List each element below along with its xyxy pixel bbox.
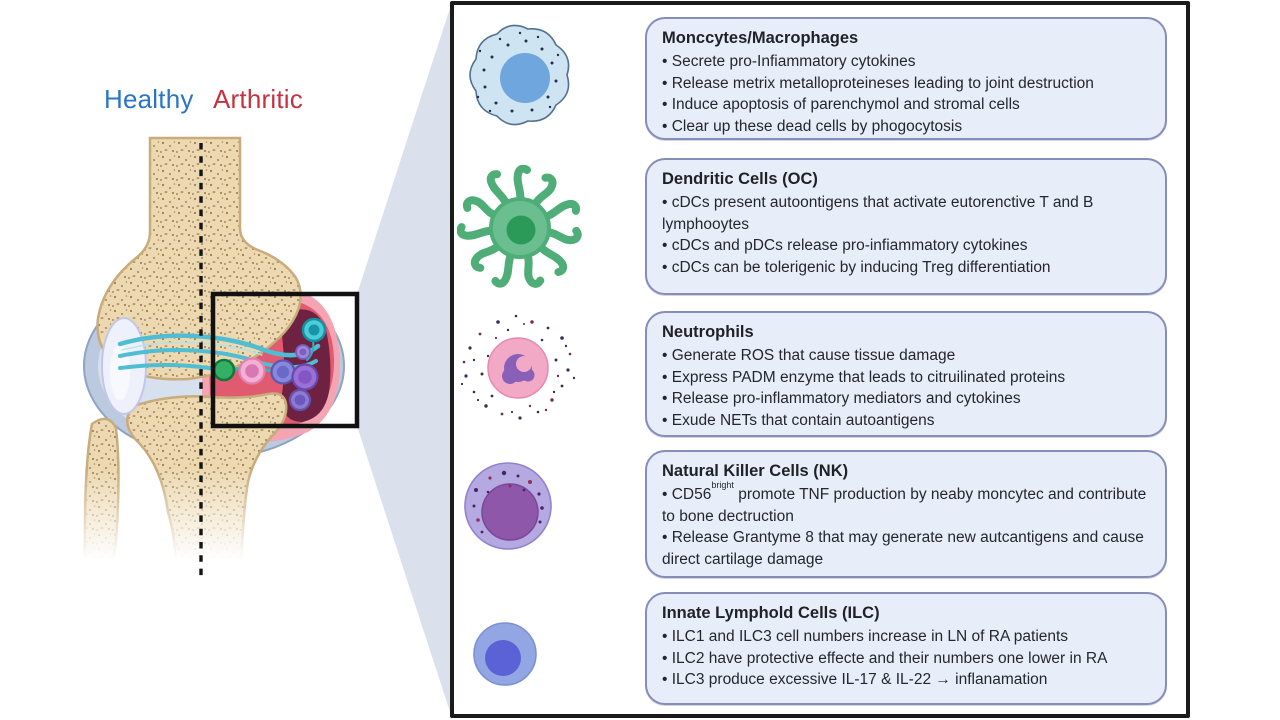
box-title: Monccytes/Macrophages: [662, 29, 859, 47]
bullet-list: Secrete pro-Infiammatory cytokines Relea…: [662, 51, 1153, 137]
bullet-list: ILC1 and ILC3 cell numbers increase in L…: [662, 626, 1153, 691]
bullet-item: cDCs present autoontigens that activate …: [662, 192, 1153, 235]
bullet-item: ILC2 have protective effecte and their n…: [662, 648, 1153, 670]
neutrophil-cell-icon: [460, 314, 576, 420]
bullet-item: Exude NETs that contain autoantigens: [662, 410, 1153, 432]
nk-cell-icon: [464, 462, 552, 550]
bullet-item: Release pro-inflammatory mediators and c…: [662, 388, 1153, 410]
dendritic-cell-icon: [457, 165, 582, 288]
cd56-text-rest: promote TNF production by neaby moncytec…: [662, 486, 1147, 525]
cd56-superscript: bright: [711, 479, 734, 490]
natural-killer-cells-box: Natural Killer Cells (NK) CD56bright pro…: [645, 450, 1167, 578]
bullet-item: Clear up these dead cells by phogocytosi…: [662, 116, 1153, 138]
bullet-item: Induce apoptosis of parenchymol and stro…: [662, 94, 1153, 116]
zoom-region-square: [210, 291, 360, 429]
monocytes-macrophages-box: Monccytes/Macrophages Secrete pro-Infiam…: [645, 17, 1167, 140]
bullet-item: cDCs can be tolerigenic by inducing Treg…: [662, 257, 1153, 279]
bullet-item: ILC3 produce excessive IL-17 & IL-22 → i…: [662, 669, 1153, 691]
ilc-cell-icon: [473, 622, 537, 686]
innate-lymphoid-cells-box: Innate Lymphold Cells (ILC) ILC1 and ILC…: [645, 592, 1167, 705]
arthritic-label: Arthritic: [213, 84, 303, 114]
neutrophils-box: Neutrophils Generate ROS that cause tiss…: [645, 311, 1167, 437]
bullet-item-cd56: CD56bright promote TNF production by nea…: [662, 480, 1153, 527]
pannus-immune-cells: [212, 317, 327, 412]
box-title: Dendritic Cells (OC): [662, 170, 818, 188]
box-title: Innate Lymphold Cells (ILC): [662, 604, 880, 622]
bullet-item: Release metrix metalloproteineses leadin…: [662, 73, 1153, 95]
zoom-wedge: [357, 2, 452, 718]
bullet-item: Generate ROS that cause tissue damage: [662, 345, 1153, 367]
detail-panel: Monccytes/Macrophages Secrete pro-Infiam…: [450, 1, 1190, 718]
box-title: Natural Killer Cells (NK): [662, 462, 849, 480]
bullet-list: Generate ROS that cause tissue damage Ex…: [662, 345, 1153, 431]
box-title: Neutrophils: [662, 323, 754, 341]
dendritic-cells-box: Dendritic Cells (OC) cDCs present autoon…: [645, 158, 1167, 295]
macrophage-cell-icon: [469, 24, 570, 126]
bullet-item: cDCs and pDCs release pro-infiammatory c…: [662, 235, 1153, 257]
bullet-list: cDCs present autoontigens that activate …: [662, 192, 1153, 278]
bursa-highlight: [110, 344, 130, 400]
bullet-list: CD56bright promote TNF production by nea…: [662, 480, 1153, 570]
bullet-item: Express PADM enzyme that leads to citrui…: [662, 367, 1153, 389]
knee-joint-illustration: [60, 2, 452, 718]
bullet-item: ILC1 and ILC3 cell numbers increase in L…: [662, 626, 1153, 648]
bone-fade: [60, 470, 356, 590]
bullet-item: Release Grantyme 8 that may generate new…: [662, 527, 1153, 570]
healthy-label: Healthy: [104, 84, 194, 114]
bullet-item: Secrete pro-Infiammatory cytokines: [662, 51, 1153, 73]
cd56-text: CD56: [671, 486, 712, 503]
